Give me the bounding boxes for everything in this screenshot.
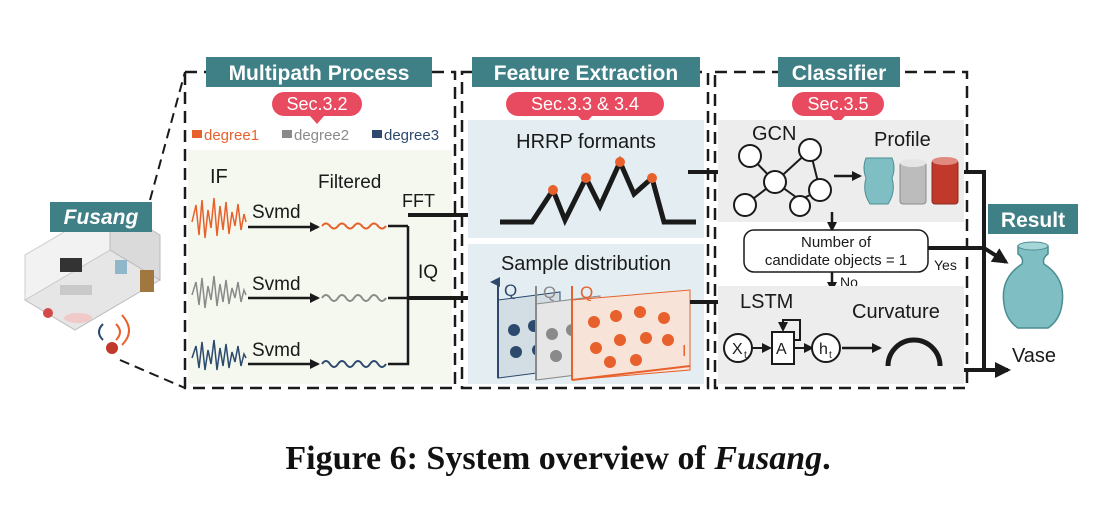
multipath-header-box bbox=[206, 57, 432, 87]
hrrp-peak bbox=[615, 157, 625, 167]
vase-icon bbox=[1002, 241, 1064, 329]
result-arrow-up bbox=[982, 246, 1009, 264]
hrrp-peak bbox=[548, 185, 558, 195]
classifier-header-box bbox=[778, 57, 900, 87]
combine-connector bbox=[388, 226, 410, 366]
lstm-input-sub: t bbox=[744, 350, 747, 361]
fusang-label-box: Fusang bbox=[50, 202, 152, 232]
noisy-signal-degree2 bbox=[191, 275, 247, 309]
legend-degree1: degree1 bbox=[204, 127, 259, 144]
i-axis-label: I bbox=[682, 343, 686, 360]
feature-header: Feature Extraction bbox=[494, 62, 678, 85]
lstm-output-label: h bbox=[819, 341, 828, 358]
hrrp-peak bbox=[581, 173, 591, 183]
sec-tag-classifier: Sec.3.5 bbox=[792, 92, 884, 124]
sec-tag-multipath-text: Sec.3.2 bbox=[286, 94, 347, 114]
sec-tag-feature: Sec.3.3 & 3.4 bbox=[506, 92, 664, 124]
caption-italic: Fusang bbox=[714, 440, 823, 477]
lstm-input-label: X bbox=[732, 341, 743, 358]
curvature-label: Curvature bbox=[852, 301, 940, 323]
legend-swatch-degree1 bbox=[192, 130, 202, 138]
hrrp-formant-line bbox=[500, 155, 696, 227]
figure-caption: Figure 6: System overview of Fusang. bbox=[0, 440, 1116, 478]
gcn-graph bbox=[733, 138, 832, 217]
feature-header-box bbox=[472, 57, 700, 87]
hrrp-label: HRRP formants bbox=[516, 131, 656, 153]
zoom-line-top bbox=[149, 71, 186, 201]
svmd-label-1: Svmd bbox=[252, 202, 301, 223]
curvature-arc bbox=[885, 337, 943, 367]
gcn-label: GCN bbox=[752, 123, 796, 145]
fft-label: FFT bbox=[402, 191, 435, 211]
noisy-signal-degree1 bbox=[191, 197, 247, 239]
classifier-header: Classifier bbox=[792, 62, 887, 85]
result-object-label: Vase bbox=[1012, 345, 1056, 367]
legend-degree3: degree3 bbox=[384, 127, 439, 144]
result-header-box bbox=[988, 204, 1078, 234]
result-header: Result bbox=[1001, 209, 1065, 232]
iq-label: IQ bbox=[418, 262, 438, 283]
legend-degree2: degree2 bbox=[294, 127, 349, 144]
filtered-signal-degree2 bbox=[321, 294, 387, 302]
multipath-header: Multipath Process bbox=[229, 62, 410, 85]
sample-label: Sample distribution bbox=[501, 253, 671, 275]
decision-box bbox=[743, 229, 929, 273]
legend: degree1 degree2 degree3 bbox=[192, 127, 439, 144]
profile-objects bbox=[863, 157, 959, 205]
decision-line1: Number of bbox=[801, 234, 872, 251]
caption-prefix: Figure 6: System overview of bbox=[285, 440, 715, 477]
if-label: IF bbox=[210, 166, 228, 188]
lstm-label: LSTM bbox=[740, 291, 793, 313]
yes-label: Yes bbox=[934, 257, 957, 273]
svmd-label-2: Svmd bbox=[252, 274, 301, 295]
legend-swatch-degree3 bbox=[372, 130, 382, 138]
lstm-output-sub: t bbox=[829, 350, 832, 361]
lstm-a-label: A bbox=[776, 341, 787, 358]
profile-to-result-line bbox=[964, 170, 986, 290]
system-overview-diagram: Fusang Multipath Process Feature Extract… bbox=[24, 57, 1078, 390]
q-axis-label-degree1: Q bbox=[580, 283, 593, 302]
lstm-output-node bbox=[811, 333, 841, 363]
decision-line2: candidate objects = 1 bbox=[765, 252, 907, 269]
fusang-label: Fusang bbox=[64, 206, 139, 229]
q-axis-label-degree3: Q bbox=[504, 281, 517, 300]
filtered-signal-degree1 bbox=[321, 222, 387, 230]
noisy-signal-degree3 bbox=[191, 339, 247, 371]
iq-plane-degree1 bbox=[571, 286, 691, 381]
filtered-label: Filtered bbox=[318, 172, 381, 193]
filtered-signal-degree3 bbox=[321, 360, 387, 368]
legend-swatch-degree2 bbox=[282, 130, 292, 138]
sec-tag-multipath: Sec.3.2 bbox=[272, 92, 362, 124]
svmd-label-3: Svmd bbox=[252, 340, 301, 361]
lstm-cell: X t A h t bbox=[723, 319, 841, 365]
q-axis-label-degree2: Q bbox=[543, 283, 556, 302]
caption-suffix: . bbox=[822, 440, 831, 477]
lstm-panel bbox=[718, 286, 964, 384]
hrrp-peak bbox=[647, 173, 657, 183]
sec-tag-feature-text: Sec.3.3 & 3.4 bbox=[531, 94, 639, 114]
zoom-line-bottom bbox=[119, 359, 186, 389]
profile-label: Profile bbox=[874, 129, 931, 151]
sec-tag-classifier-text: Sec.3.5 bbox=[807, 94, 868, 114]
